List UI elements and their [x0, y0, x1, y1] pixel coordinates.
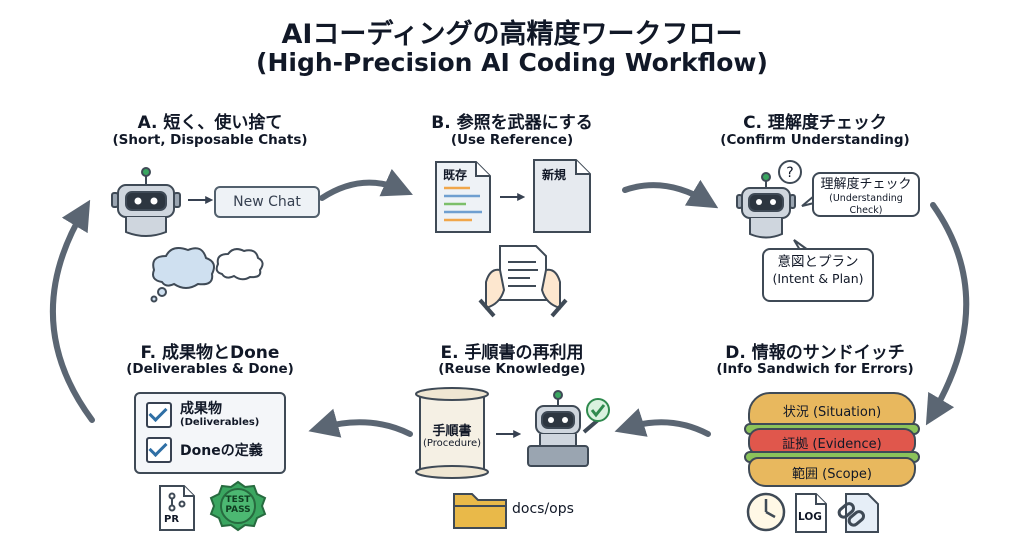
log-file-icon: [795, 493, 827, 533]
checklist-item-done-definition: Doneの定義: [146, 437, 263, 463]
step-b-subtitle: (Use Reference): [450, 132, 574, 148]
checklist-item-deliverables: 成果物 (Deliverables): [146, 401, 260, 429]
arrow-a-to-b: [319, 168, 413, 201]
new-doc-icon: [533, 159, 591, 233]
step-e-title: E. 手順書の再利用: [440, 343, 584, 363]
deliverables-text: 成果物: [180, 401, 222, 417]
understanding-check-subtext: (Understanding Check): [829, 193, 903, 217]
arrow-c-to-d: [925, 202, 970, 426]
test-pass-badge-icon: [209, 480, 267, 532]
bubble-tail-2: [793, 239, 809, 251]
arrow-f-to-a: [50, 199, 95, 423]
step-a-title: A. 短く、使い捨て: [137, 113, 283, 133]
robot-e-icon: [527, 390, 600, 467]
log-label: LOG: [798, 511, 822, 523]
understanding-check-bubble: 理解度チェック (Understanding Check): [812, 172, 920, 217]
page-title: AIコーディングの高精度ワークフロー: [281, 19, 743, 50]
step-a-subtitle: (Short, Disposable Chats): [112, 132, 308, 148]
procedure-sublabel: (Procedure): [422, 438, 482, 449]
existing-doc-label: 既存: [443, 168, 468, 182]
step-f-title: F. 成果物とDone: [140, 343, 280, 363]
existing-doc-icon: [435, 161, 491, 233]
cloud-icon: [150, 247, 215, 303]
docs-ops-label: docs/ops: [512, 501, 574, 517]
understanding-check-text: 理解度チェック: [820, 177, 912, 192]
new-doc-label: 新規: [542, 168, 567, 182]
step-b-title: B. 参照を武器にする: [431, 113, 593, 133]
sandwich-bottom-bun: 範囲 (Scope): [748, 457, 916, 487]
robot-a-icon: [111, 167, 181, 237]
intent-plan-subtext: (Intent & Plan): [772, 270, 864, 286]
folder-icon: [453, 493, 507, 529]
procedure-label: 手順書: [432, 424, 472, 439]
arrow-b-to-c: [622, 179, 719, 209]
step-d-subtitle: (Info Sandwich for Errors): [716, 361, 914, 377]
test-label: TEST: [225, 495, 251, 505]
intent-plan-bubble: 意図とプラン (Intent & Plan): [762, 248, 874, 302]
test-pass-text: TEST PASS: [222, 495, 254, 516]
checkbox-icon: [146, 437, 172, 463]
step-d-title: D. 情報のサンドイッチ: [725, 343, 905, 363]
procedure-scroll-icon: [415, 387, 489, 479]
cloud-empty-icon: [215, 248, 264, 281]
new-chat-button[interactable]: New Chat: [214, 186, 320, 218]
step-c-subtitle: (Confirm Understanding): [720, 132, 910, 148]
arrow-e-to-f: [308, 408, 413, 438]
arrow-d-to-e: [614, 408, 711, 437]
page-subtitle: (High-Precision AI Coding Workflow): [256, 48, 768, 77]
link-file-icon: [837, 493, 879, 533]
step-f-subtitle: (Deliverables & Done): [126, 361, 294, 377]
checkmark-circle-icon: [586, 398, 610, 422]
deliverables-subtext: (Deliverables): [180, 417, 260, 429]
svg-text:?: ?: [786, 165, 793, 181]
flow-arrows: [50, 168, 970, 438]
question-bubble-icon: ?: [778, 160, 802, 184]
hands-holding-document-icon: [478, 245, 568, 318]
pass-label: PASS: [225, 505, 251, 516]
step-e-subtitle: (Reuse Knowledge): [438, 361, 586, 377]
done-definition-text: Doneの定義: [180, 443, 263, 459]
robot-c-icon: [736, 172, 796, 239]
checkbox-icon: [146, 402, 172, 429]
pr-label: PR: [164, 514, 180, 525]
intent-plan-text: 意図とプラン: [777, 254, 859, 270]
clock-icon: [746, 492, 786, 532]
pr-file-icon: [159, 485, 195, 531]
step-c-title: C. 理解度チェック: [743, 113, 887, 133]
